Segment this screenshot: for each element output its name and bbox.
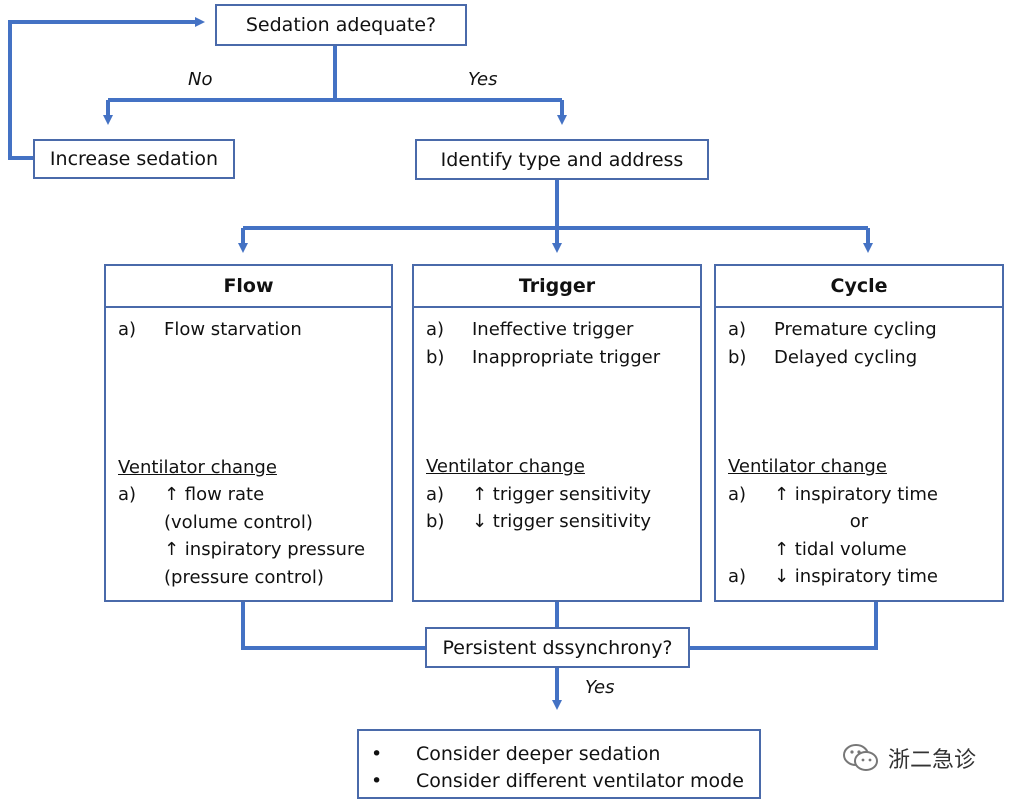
wechat-icon [842, 743, 880, 773]
trigger-change-b: b) ↓ trigger sensitivity [426, 508, 688, 536]
trigger-body: a) Ineffective trigger b) Inappropriate … [414, 308, 700, 536]
trigger-cause-b-text: Inappropriate trigger [472, 346, 661, 368]
final-recommendations-box: • Consider deeper sedation • Consider di… [357, 729, 761, 799]
trigger-cause-b: b) Inappropriate trigger [426, 344, 688, 372]
persistent-dyssynchrony-box: Persistent dssynchrony? [425, 627, 690, 668]
yes-label: Yes [468, 69, 498, 90]
trigger-title: Trigger [414, 266, 700, 308]
cycle-change-a2-text: ↓ inspiratory time [774, 566, 938, 587]
yes-label-2: Yes [585, 677, 615, 698]
cycle-change-a2: a) ↓ inspiratory time [728, 563, 990, 591]
trigger-column: Trigger a) Ineffective trigger b) Inappr… [412, 264, 702, 602]
watermark: 浙二急诊 [842, 742, 976, 774]
cycle-change-a: a) ↑ inspiratory time [728, 481, 990, 509]
no-label: No [188, 69, 213, 90]
cycle-cause-b: b) Delayed cycling [728, 344, 990, 372]
cycle-cause-a-text: Premature cycling [774, 319, 937, 340]
flow-cause-a: a) Flow starvation [118, 316, 379, 344]
flow-change-a-text: ↑ flow rate [164, 484, 265, 505]
trigger-change-a: a) ↑ trigger sensitivity [426, 481, 688, 509]
final-item-2-bullet: • [371, 770, 383, 792]
flow-cause-a-marker: a) [118, 319, 137, 340]
persistent-dyssynchrony-text: Persistent dssynchrony? [442, 636, 673, 659]
final-item-2-text: Consider different ventilator mode [416, 770, 744, 792]
line-flow-merge [241, 601, 425, 650]
cycle-cause-b-text: Delayed cycling [774, 346, 918, 368]
flow-change-title: Ventilator change [118, 456, 277, 478]
cycle-change-tidal-volume: ↑ tidal volume [774, 538, 907, 560]
final-item-1-bullet: • [371, 743, 383, 765]
cycle-change-a-marker: a) [728, 483, 747, 505]
trigger-change-a-text: ↑ trigger sensitivity [472, 483, 651, 505]
final-item-1: • Consider deeper sedation [371, 741, 759, 768]
identify-type-box: Identify type and address [415, 139, 709, 180]
identify-type-text: Identify type and address [440, 148, 684, 171]
cycle-cause-a: a) Premature cycling [728, 316, 990, 344]
trigger-change-b-text: ↓ trigger sensitivity [472, 511, 651, 532]
cycle-column: Cycle a) Premature cycling b) Delayed cy… [714, 264, 1004, 602]
flow-change-a-marker: a) [118, 484, 137, 505]
flow-change-volume-control: (volume control) [164, 511, 313, 533]
arrow-loop-back [8, 17, 205, 160]
cycle-change-a2-marker: a) [728, 566, 747, 587]
flow-change-inspiratory-pressure: ↑ inspiratory pressure [164, 539, 366, 560]
trigger-cause-a: a) Ineffective trigger [426, 316, 688, 344]
line-cycle-merge [690, 601, 878, 650]
cycle-cause-a-marker: a) [728, 319, 747, 340]
cycle-cause-b-marker: b) [728, 346, 747, 368]
cycle-body: a) Premature cycling b) Delayed cycling … [716, 308, 1002, 591]
trigger-change-b-marker: b) [426, 511, 445, 532]
flow-change-pressure-control: (pressure control) [164, 566, 324, 588]
increase-sedation-text: Increase sedation [49, 148, 219, 170]
sedation-adequate-text: Sedation adequate? [245, 14, 437, 36]
trigger-change-a-marker: a) [426, 483, 445, 505]
trigger-cause-a-marker: a) [426, 319, 445, 340]
flow-change-a: a) ↑ flow rate [118, 481, 379, 509]
cycle-change-a-text: ↑ inspiratory time [774, 483, 938, 505]
trigger-change-title: Ventilator change [426, 456, 585, 477]
final-list: • Consider deeper sedation • Consider di… [359, 731, 759, 795]
increase-sedation-box: Increase sedation [33, 139, 235, 179]
watermark-text: 浙二急诊 [888, 748, 977, 773]
sedation-adequate-box: Sedation adequate? [215, 4, 467, 46]
trigger-cause-a-text: Ineffective trigger [472, 319, 634, 340]
trigger-cause-b-marker: b) [426, 346, 445, 368]
flow-title: Flow [106, 266, 391, 308]
final-item-2: • Consider different ventilator mode [371, 768, 759, 795]
cycle-change-title: Ventilator change [728, 456, 887, 477]
cycle-title: Cycle [716, 266, 1002, 308]
final-item-1-text: Consider deeper sedation [416, 743, 661, 765]
flow-body: a) Flow starvation Ventilator change a) … [106, 308, 391, 591]
flow-cause-a-text: Flow starvation [164, 319, 302, 340]
flow-column: Flow a) Flow starvation Ventilator chang… [104, 264, 393, 602]
cycle-change-or: or [849, 511, 869, 532]
